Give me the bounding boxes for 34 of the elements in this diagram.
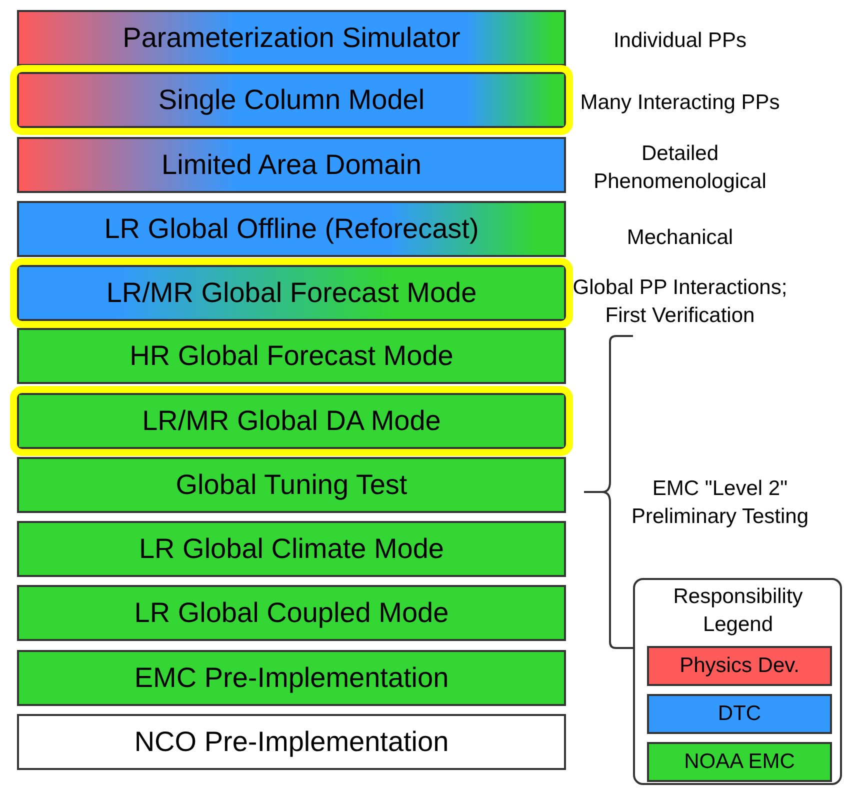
stage-bar [17, 457, 566, 513]
stage-description: Many Interacting PPs [579, 90, 781, 116]
stage-bar [17, 201, 566, 257]
stage-label: LR/MR Global DA Mode [142, 405, 441, 437]
stage-bar [17, 393, 566, 449]
stage-label: Global Tuning Test [176, 469, 408, 501]
stage-label: Single Column Model [158, 84, 425, 116]
stage-label: LR Global Coupled Mode [134, 597, 449, 629]
stage-bar [17, 650, 566, 706]
stage-description: Mechanical [626, 225, 734, 251]
legend-swatch: NOAA EMC [647, 742, 832, 782]
stage-label: Limited Area Domain [162, 149, 422, 181]
stage-bar [17, 714, 566, 770]
legend-title: Responsibility Legend [672, 584, 804, 638]
bracket-label: EMC "Level 2" Preliminary Testing [630, 476, 810, 530]
stage-label: LR Global Offline (Reforecast) [104, 213, 479, 245]
stage-description: Detailed Phenomenological [592, 141, 768, 195]
stage-description: Individual PPs [612, 28, 748, 54]
stage-label: LR/MR Global Forecast Mode [106, 277, 477, 309]
stage-label: EMC Pre-Implementation [134, 662, 449, 694]
legend-swatch: DTC [647, 694, 832, 734]
stage-bar [17, 328, 566, 384]
legend-swatch: Physics Dev. [647, 646, 832, 686]
stage-label: Parameterization Simulator [122, 22, 460, 54]
stage-bar [17, 10, 566, 66]
stage-bar [17, 72, 566, 128]
stage-label: NCO Pre-Implementation [134, 726, 449, 758]
stage-bar [17, 265, 566, 321]
stage-bar [17, 521, 566, 577]
stage-bar [17, 585, 566, 641]
stage-label: HR Global Forecast Mode [130, 340, 454, 372]
stage-bar [17, 137, 566, 193]
stage-label: LR Global Climate Mode [138, 533, 444, 565]
stage-description: Global PP Interactions; First Verification [572, 275, 788, 329]
